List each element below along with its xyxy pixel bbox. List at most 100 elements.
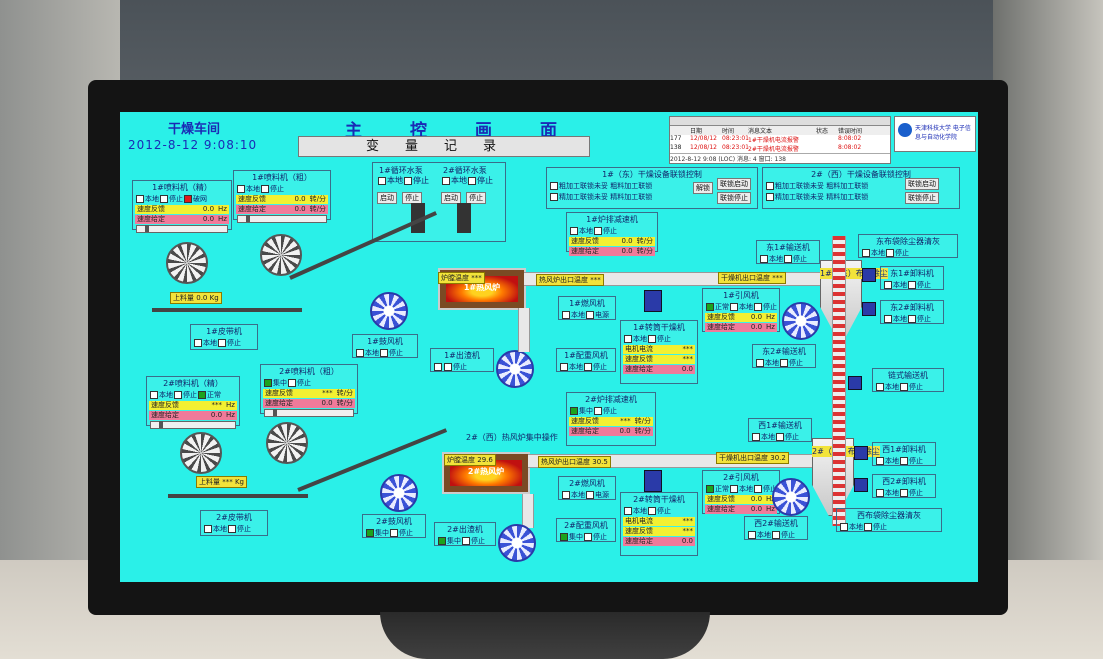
burner2-mode[interactable]: 本地电源	[561, 490, 613, 500]
dryer2-mode[interactable]: 本地停止	[623, 506, 695, 516]
west-feed2-mode[interactable]: 本地停止	[747, 530, 805, 540]
water-pump-panel: 1#循环水泵 2#循环水泵 本地停止 本地停止 启动 停止 启动 停止	[372, 162, 506, 242]
dust-valve3-mode[interactable]: 本地停止	[875, 456, 933, 466]
mixer2-mode[interactable]: 集中停止	[559, 532, 613, 542]
west-dust-ctrl-panel: 西布袋除尘器清灰 本地停止	[836, 508, 942, 532]
induce2-fan-icon	[772, 478, 810, 516]
pump2-icon	[457, 203, 471, 233]
screw1-mode[interactable]: 本地停止	[569, 226, 655, 236]
mixer2-panel: 2#配重风机 集中停止	[556, 518, 616, 542]
mixer1-panel: 1#燃风机 本地电源	[558, 296, 616, 320]
east-dust-label: 1#（东）布袋除尘	[820, 268, 888, 279]
west-fine-row[interactable]: 精加工联锁未妥 精料加工联锁	[765, 192, 957, 202]
pump2-title: 2#循环水泵	[443, 166, 487, 175]
sprayer2-fine-slider[interactable]	[150, 421, 236, 429]
alarm-row[interactable]: 138 12/08/12 08:23:01 2#干燥机电流报警 8:08:02	[670, 144, 862, 153]
pump1-mode[interactable]: 本地停止	[377, 175, 429, 186]
dust-valve1-panel: 东1#卸料机 本地停止	[880, 266, 944, 290]
east-stop-button[interactable]: 联锁停止	[717, 192, 751, 204]
scada-screen: 干燥车间 2012-8-12 9:08:10 主控画面 变量记录 日期 时间 消…	[120, 112, 978, 582]
sprayer1-fine-mode[interactable]: 本地停止破网	[135, 194, 229, 204]
sprayer1-rough-slider[interactable]	[237, 215, 327, 223]
west-feed1-mode[interactable]: 本地停止	[751, 432, 809, 442]
screw2-mode[interactable]: 集中停止	[569, 406, 653, 416]
out1-mode[interactable]: 停止	[433, 362, 491, 372]
sprayer2-fine-fan-icon	[180, 432, 222, 474]
blower1-mode[interactable]: 本地停止	[355, 348, 415, 358]
logo-icon	[898, 123, 912, 137]
burner1-mode[interactable]: 本地电源	[561, 310, 613, 320]
west-valve-motor-icon	[854, 446, 868, 460]
sprayer2-fine-mode[interactable]: 本地停止正常	[149, 390, 237, 400]
alarm-footer: 2012-8-12 9:08 (LOC) 消息: 4 窗口: 138	[670, 153, 890, 163]
blower1-panel: 1#鼓风机 本地停止	[352, 334, 418, 358]
sprayer1-fine-fan-icon	[166, 242, 208, 284]
induce1-fan-icon	[782, 302, 820, 340]
induce1-mode[interactable]: 正常本地停止	[705, 302, 777, 312]
east-interlock-panel: 1#（东）干燥设备联锁控制 粗加工联锁未妥 粗料加工联锁 精加工联锁未妥 精料加…	[546, 167, 758, 209]
alarm-toolbar[interactable]	[670, 117, 890, 126]
dust-valve4-mode[interactable]: 本地停止	[875, 488, 933, 498]
sprayer1-rough-fan-icon	[260, 234, 302, 276]
sprayer1-fine-slider[interactable]	[136, 225, 228, 233]
west-start-button[interactable]: 联锁启动	[905, 178, 939, 190]
east-rough-row[interactable]: 粗加工联锁未妥 粗料加工联锁	[549, 181, 755, 191]
pump2-mode[interactable]: 本地停止	[441, 175, 493, 186]
out2-panel: 2#出渣机 集中停止	[434, 522, 496, 546]
motor2-icon	[644, 470, 662, 492]
alarm-row[interactable]: 177 12/08/12 08:23:01 1#干燥机电流报警 8:08:02	[670, 135, 862, 144]
blower2-icon	[380, 474, 418, 512]
east-release-button[interactable]: 解锁	[693, 182, 713, 194]
bucket-mode[interactable]: 本地停止	[875, 382, 941, 392]
east-fine-row[interactable]: 精加工联锁未妥 精料加工联锁	[549, 192, 755, 202]
dust-valve1-mode[interactable]: 本地停止	[883, 280, 941, 290]
sprayer1-rough-mode[interactable]: 本地停止	[236, 184, 328, 194]
bucket-motor-icon	[848, 376, 862, 390]
east-valve-motor-icon	[862, 268, 876, 282]
dryer1-outlet-temp: 干燥机出口温度 ***	[718, 272, 786, 284]
dust-valve2-mode[interactable]: 本地停止	[883, 314, 941, 324]
east-dust-ctrl-mode[interactable]: 本地停止	[861, 248, 955, 258]
west-feed1-panel: 西1#输送机 本地停止	[748, 418, 812, 442]
feed2-readout: 上料量 *** Kg	[196, 476, 248, 488]
out2-mode[interactable]: 集中停止	[437, 536, 493, 546]
pump1-start-button[interactable]: 启动	[377, 192, 397, 204]
induce2-mode[interactable]: 正常本地停止	[705, 484, 777, 494]
motor1-icon	[644, 290, 662, 312]
out1-fan-icon	[496, 350, 534, 388]
belt2-mode[interactable]: 本地停止	[203, 524, 265, 534]
east-feed1-mode[interactable]: 本地停止	[759, 254, 817, 264]
west-stop-button[interactable]: 联锁停止	[905, 192, 939, 204]
furnace1-temp: 炉膛温度 ***	[438, 272, 485, 284]
furnace2-outlet-temp: 热风炉出口温度 30.5	[538, 456, 611, 468]
sprayer2-rough-mode[interactable]: 集中停止	[263, 378, 355, 388]
dryer2-outlet-temp: 干燥机出口温度 30.2	[716, 452, 789, 464]
west-dust-ctrl-mode[interactable]: 本地停止	[839, 522, 939, 532]
dryer1-mode[interactable]: 本地停止	[623, 334, 695, 344]
bucket-panel: 链式输送机 本地停止	[872, 368, 944, 392]
incline2-conveyor	[297, 428, 448, 492]
east-start-button[interactable]: 联锁启动	[717, 178, 751, 190]
mixer1b-panel: 1#配重风机 本地停止	[556, 348, 616, 372]
east-feed2-mode[interactable]: 本地停止	[755, 358, 813, 368]
west-interlock-title: 2#（西）干燥设备联锁控制	[811, 170, 911, 179]
west-valve-motor2-icon	[854, 478, 868, 492]
west-rough-row[interactable]: 粗加工联锁未妥 粗料加工联锁	[765, 181, 957, 191]
sprayer2-rough-slider[interactable]	[264, 409, 354, 417]
mixer1-mode[interactable]: 本地停止	[559, 362, 613, 372]
belt1-mode[interactable]: 本地停止	[193, 338, 255, 348]
variable-record-button[interactable]: 变量记录	[298, 136, 590, 157]
pump2-stop-button[interactable]: 停止	[466, 192, 487, 204]
right-wall	[993, 0, 1103, 659]
blower2-mode[interactable]: 集中停止	[365, 528, 423, 538]
west-furnace-op: 2#（西）热风炉集中操作	[466, 433, 558, 442]
out1-panel: 1#出渣机 停止	[430, 348, 494, 372]
dust-valve4-panel: 西2#卸料机 本地停止	[872, 474, 936, 498]
furnace1-outlet-temp: 热风炉出口温度 ***	[536, 274, 604, 286]
